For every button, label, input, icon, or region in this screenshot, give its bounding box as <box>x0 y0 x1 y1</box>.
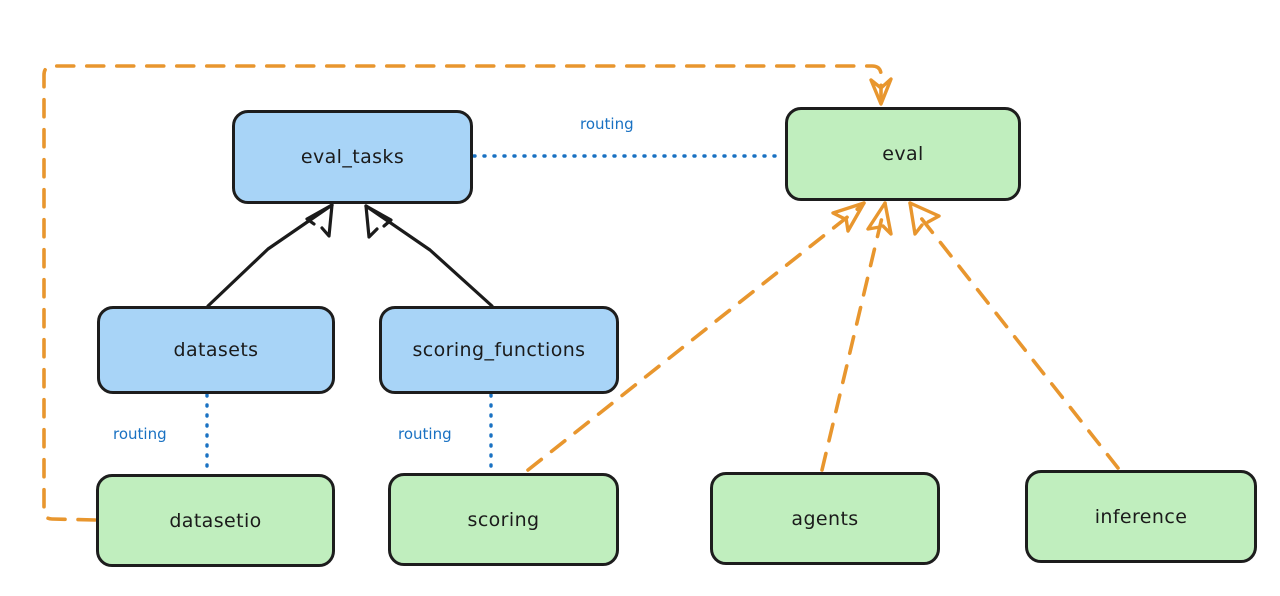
edge-inference-to-eval <box>908 201 1120 470</box>
node-label-eval: eval <box>882 143 924 165</box>
node-agents[interactable]: agents <box>710 472 940 565</box>
node-label-datasets: datasets <box>173 339 259 361</box>
node-eval[interactable]: eval <box>785 107 1021 201</box>
node-scoring[interactable]: scoring <box>388 473 619 566</box>
node-inference[interactable]: inference <box>1025 470 1257 563</box>
node-label-eval-tasks: eval_tasks <box>300 146 405 168</box>
edge-label-routing-scoring-functions: routing <box>398 425 452 443</box>
node-label-scoring-functions: scoring_functions <box>412 339 586 361</box>
edge-agents-to-eval <box>820 201 893 472</box>
node-eval-tasks[interactable]: eval_tasks <box>232 110 473 204</box>
edge-label-routing-eval-tasks: routing <box>580 115 634 133</box>
node-label-scoring: scoring <box>467 508 540 531</box>
edge-scoring-functions-to-eval-tasks <box>364 204 494 308</box>
edge-datasetio-to-eval <box>42 64 893 522</box>
node-datasetio[interactable]: datasetio <box>96 474 335 567</box>
edge-datasets-to-eval-tasks <box>206 203 334 308</box>
node-datasets[interactable]: datasets <box>97 306 335 394</box>
node-label-agents: agents <box>791 507 859 530</box>
node-scoring-functions[interactable]: scoring_functions <box>379 306 619 394</box>
node-label-datasetio: datasetio <box>169 509 262 532</box>
edge-label-routing-datasets: routing <box>113 425 167 443</box>
node-label-inference: inference <box>1094 505 1188 528</box>
edge-scoring-to-eval <box>526 201 866 472</box>
